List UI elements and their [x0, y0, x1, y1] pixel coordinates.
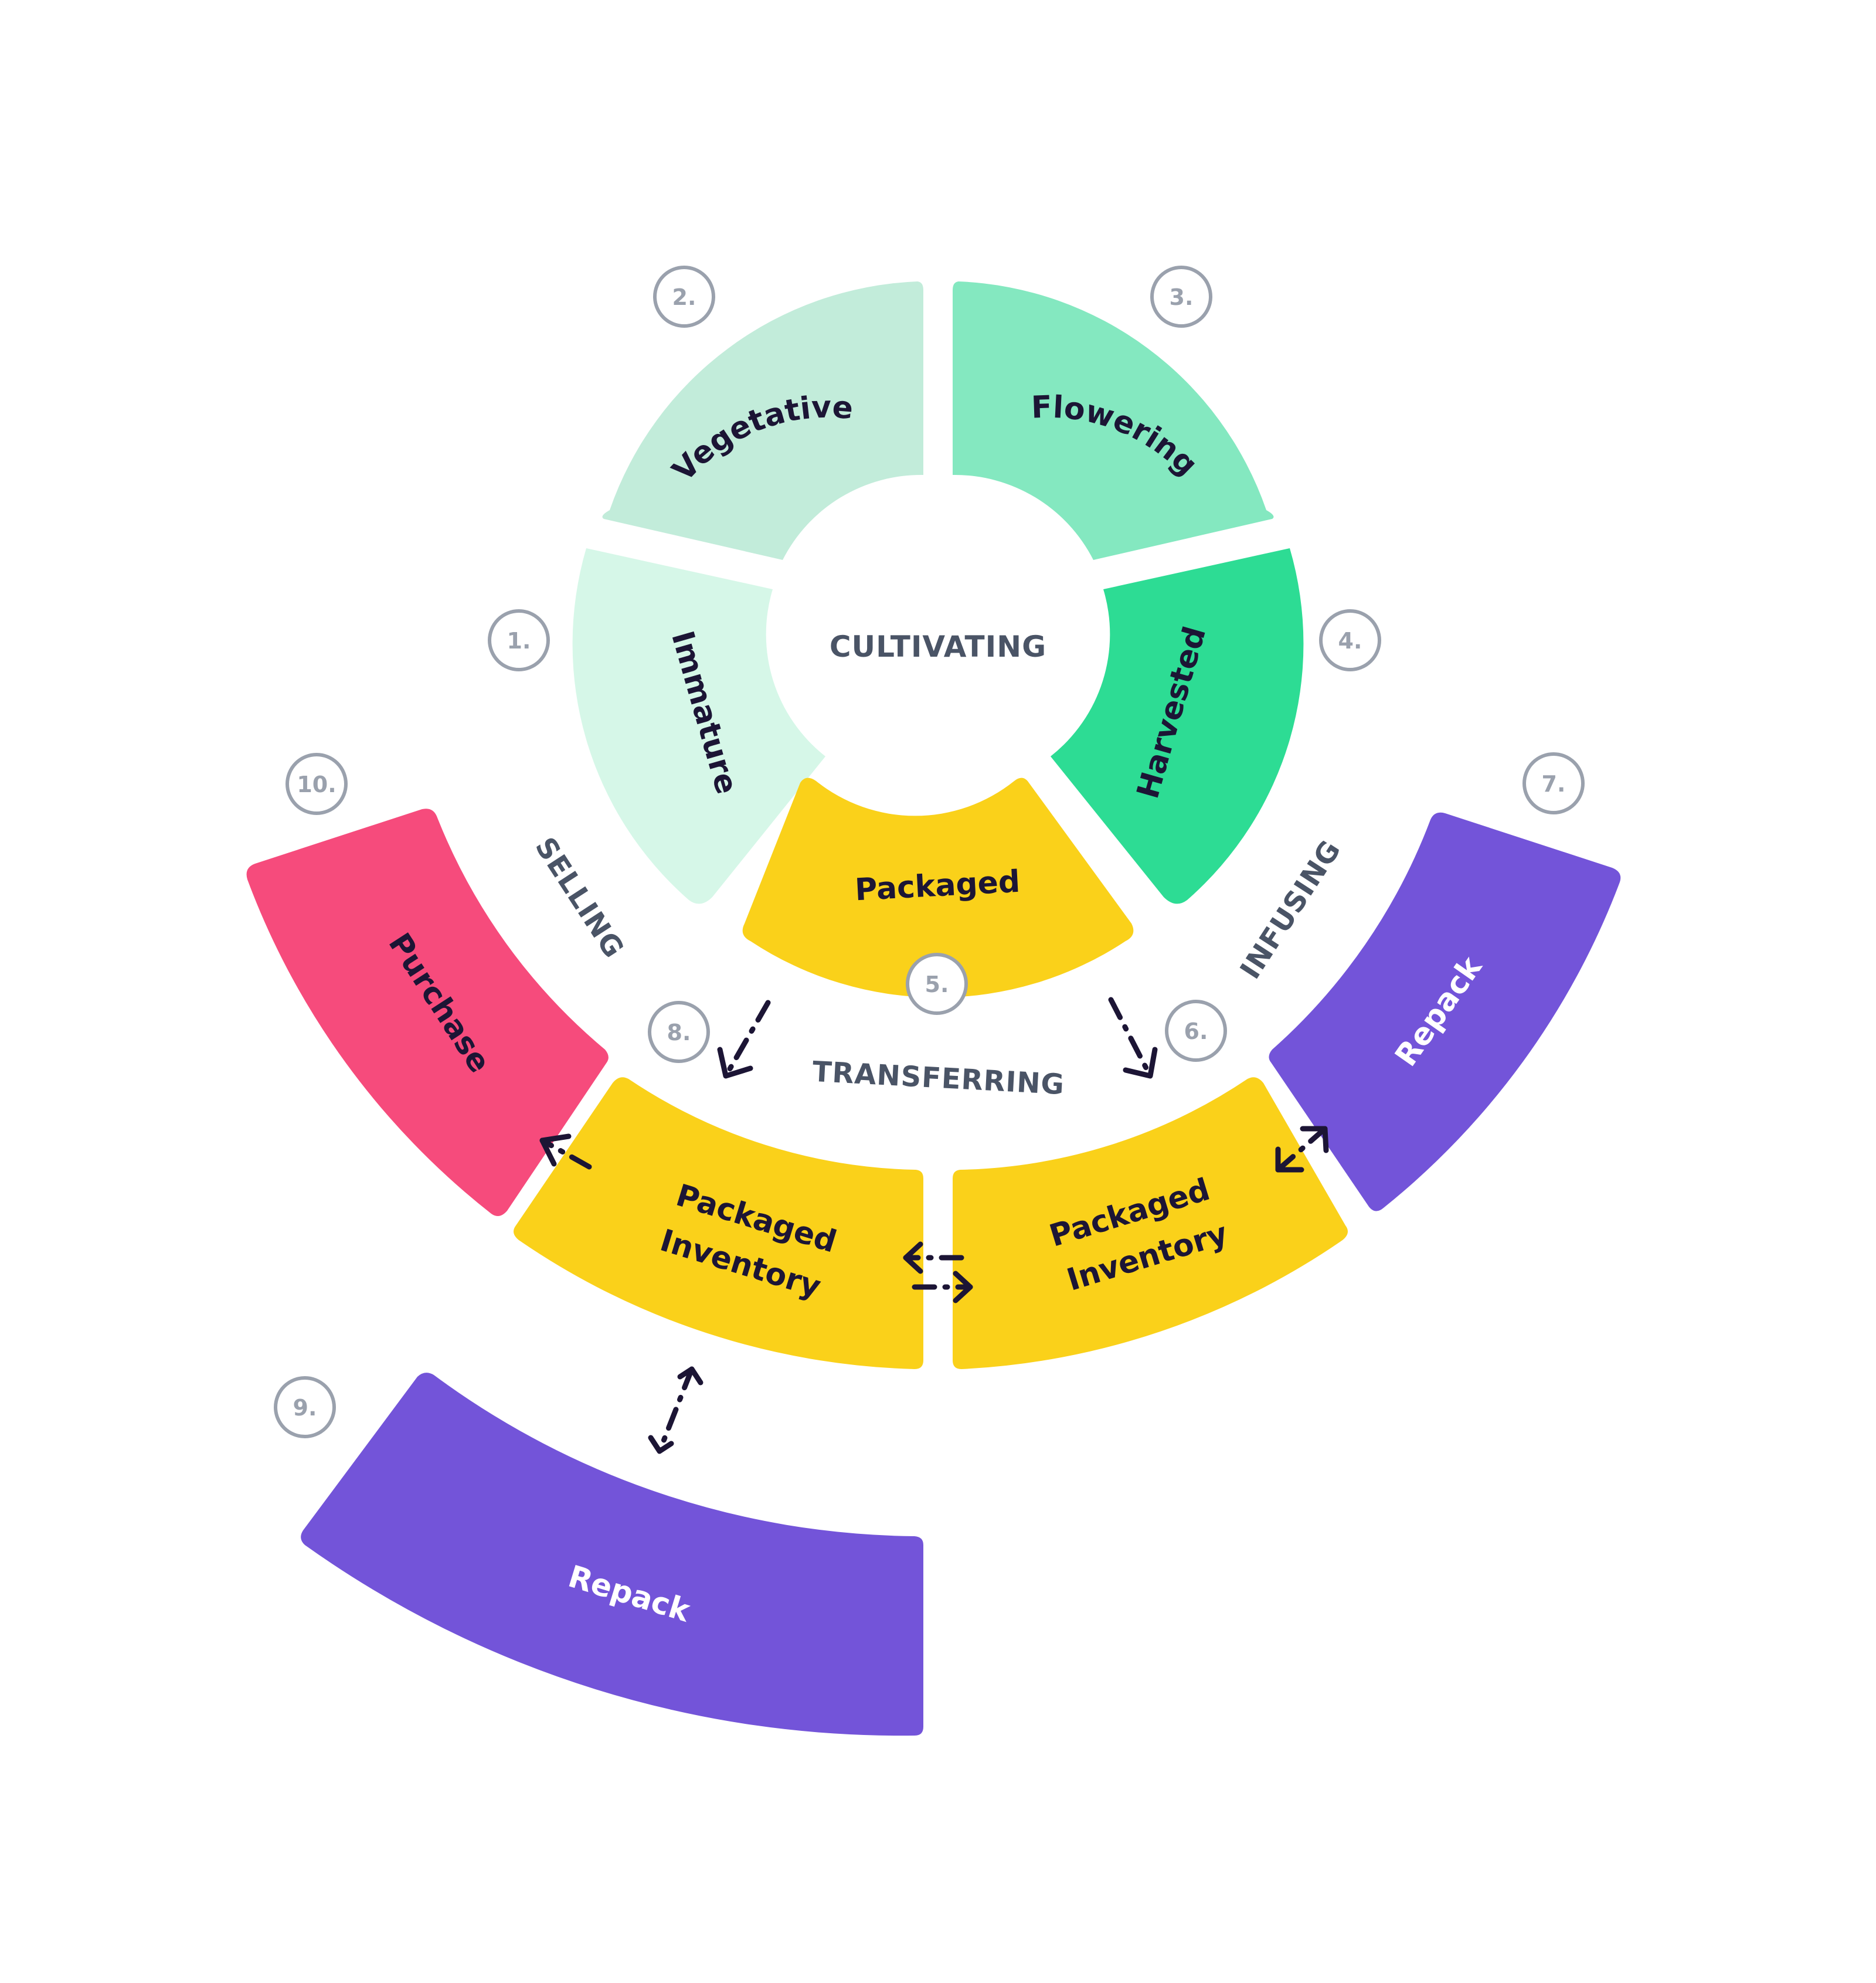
segment-purchase: [246, 809, 609, 1216]
number-badge-5: 5.: [906, 953, 968, 1015]
svg-text:4.: 4.: [1338, 628, 1362, 654]
arrow-inventory-repack-right: [1275, 1126, 1329, 1173]
svg-text:3.: 3.: [1170, 284, 1194, 310]
number-badge-9: 9.: [274, 1376, 336, 1438]
arrow-inventory-repack-bottom: [648, 1366, 704, 1454]
segment-repack-bottom: [301, 1373, 924, 1736]
number-badge-8: 8.: [648, 1001, 710, 1063]
segment-repack-right: [1269, 812, 1621, 1211]
segment-vegetative: [602, 281, 923, 560]
number-badge-6: 6.: [1165, 1000, 1227, 1062]
segment-packaged-inventory-right: [953, 1077, 1348, 1369]
segment-harvested: [1051, 548, 1304, 904]
svg-text:9.: 9.: [293, 1395, 317, 1421]
section-label-selling: SELLING: [528, 831, 630, 964]
number-badge-1: 1.: [488, 609, 550, 671]
arrow-packaged-to-inventory-left: [717, 1000, 771, 1079]
section-label-transferring: TRANSFERRING: [811, 1055, 1065, 1101]
number-badge-4: 4.: [1319, 609, 1381, 671]
number-badge-2: 2.: [653, 266, 715, 328]
svg-text:5.: 5.: [925, 972, 949, 997]
arrow-packaged-to-inventory-right: [1108, 997, 1158, 1079]
section-label-infusing: INFUSING: [1234, 834, 1348, 985]
svg-text:1.: 1.: [507, 628, 531, 654]
svg-text:10.: 10.: [297, 772, 336, 797]
number-badge-10: 10.: [286, 753, 348, 815]
svg-text:2.: 2.: [672, 284, 696, 310]
center-label-cultivating: CULTIVATING: [830, 630, 1046, 664]
svg-text:6.: 6.: [1184, 1018, 1208, 1044]
number-badge-7: 7.: [1522, 752, 1585, 814]
arrow-inventory-to-purchase: [539, 1133, 592, 1170]
svg-text:7.: 7.: [1542, 771, 1566, 797]
segment-immature: [572, 548, 825, 904]
number-badge-3: 3.: [1150, 266, 1212, 328]
svg-text:8.: 8.: [667, 1020, 691, 1045]
label-packaged: Packaged: [854, 864, 1021, 908]
segment-packaged-inventory-left: [514, 1077, 923, 1369]
segment-flowering: [953, 281, 1274, 560]
segment-packaged: [742, 777, 1134, 998]
arrow-inventory-exchange: [903, 1241, 973, 1303]
